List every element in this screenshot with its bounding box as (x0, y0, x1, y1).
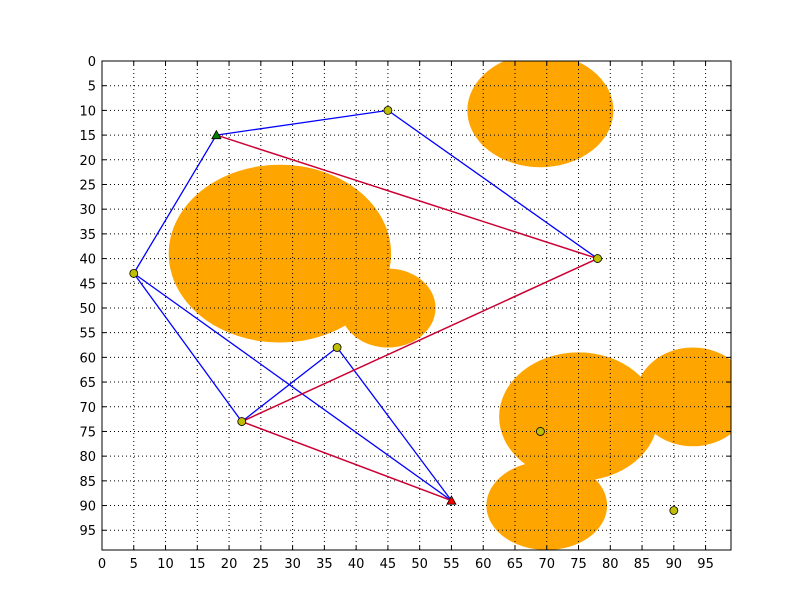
obstacle (499, 352, 658, 481)
x-tick-label: 35 (316, 557, 333, 572)
y-tick-label: 50 (79, 302, 96, 317)
y-axis-ticks: 0 5 10 15 20 25 30 35 40 45 50 55 60 65 70 75 80 85 90 95 (79, 55, 731, 539)
y-tick-label: 65 (79, 376, 96, 391)
node-point (593, 254, 602, 263)
roadmap-edge (387, 109, 598, 260)
nodes-layer (129, 105, 679, 515)
y-tick-label: 0 (88, 55, 96, 70)
goal-marker (446, 495, 457, 505)
path-layer (216, 134, 598, 502)
node-point (383, 105, 393, 115)
y-tick-label: 10 (79, 104, 96, 119)
x-tick-label: 0 (98, 557, 106, 572)
x-tick-label: 85 (634, 557, 651, 572)
y-tick-label: 75 (79, 425, 96, 440)
node-point (332, 343, 342, 352)
start-marker (211, 129, 222, 140)
y-tick-label: 20 (79, 154, 96, 169)
x-tick-label: 75 (570, 557, 587, 572)
x-tick-label: 55 (443, 557, 460, 572)
x-tick-label: 40 (348, 557, 365, 572)
y-tick-label: 30 (79, 203, 96, 218)
roadmap-edge (216, 109, 389, 136)
y-tick-label: 90 (79, 500, 96, 515)
path-segment (216, 134, 598, 260)
y-tick-label: 40 (79, 253, 96, 268)
x-tick-label: 90 (666, 557, 683, 572)
node-point (669, 506, 679, 515)
x-tick-label: 65 (507, 557, 524, 572)
x-tick-label: 70 (538, 557, 555, 572)
node-point (129, 268, 139, 278)
roadmap-edge (336, 347, 452, 501)
y-tick-label: 85 (79, 475, 96, 490)
x-tick-label: 20 (221, 557, 238, 572)
obstacle (168, 164, 392, 343)
path-segment (241, 420, 452, 502)
x-tick-label: 60 (475, 557, 492, 572)
x-tick-label: 45 (380, 557, 397, 572)
plot-frame (101, 60, 732, 551)
obstacle (467, 61, 614, 168)
x-tick-label: 10 (157, 557, 174, 572)
y-tick-label: 25 (79, 178, 96, 193)
path-segment (241, 257, 598, 423)
x-tick-label: 25 (253, 557, 270, 572)
node-point (237, 417, 247, 426)
y-tick-label: 60 (79, 351, 96, 366)
obstacle (635, 347, 731, 447)
x-tick-label: 15 (189, 557, 206, 572)
roadmap-edge (133, 273, 243, 422)
x-tick-label: 80 (602, 557, 619, 572)
roadmap-edge (241, 346, 338, 423)
x-tick-label: 95 (697, 557, 714, 572)
y-tick-label: 55 (79, 327, 96, 342)
node-point (535, 427, 545, 436)
y-tick-label: 45 (79, 277, 96, 292)
x-tick-label: 50 (411, 557, 428, 572)
y-tick-label: 80 (79, 450, 96, 465)
edges-layer (133, 109, 598, 502)
y-tick-label: 35 (79, 228, 96, 243)
x-tick-label: 5 (130, 557, 138, 572)
roadmap-edge (133, 134, 217, 274)
grid-layer (102, 61, 731, 550)
obstacles-layer (168, 61, 731, 550)
roadmap-edge (133, 272, 452, 502)
y-tick-label: 5 (88, 80, 96, 95)
y-tick-label: 70 (79, 401, 96, 416)
x-axis-ticks: 0 5 10 15 20 25 30 35 40 45 50 55 60 65 70 75 80 85 90 95 (98, 61, 714, 572)
obstacle (340, 268, 436, 348)
y-tick-label: 95 (79, 524, 96, 539)
x-tick-label: 30 (284, 557, 301, 572)
y-tick-label: 15 (79, 129, 96, 144)
